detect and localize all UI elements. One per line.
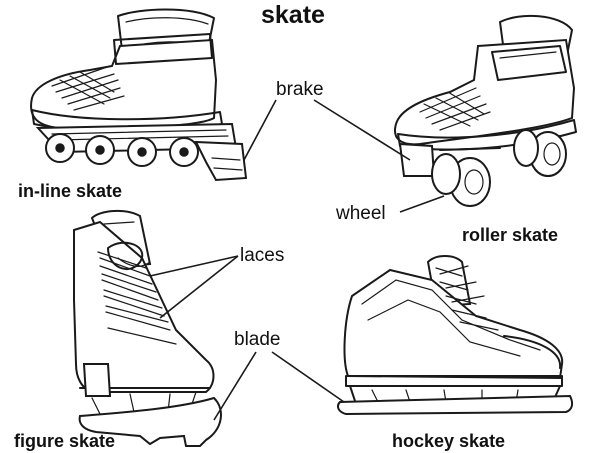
blade-leader-figure	[213, 351, 257, 421]
roller-skate-drawing	[394, 14, 577, 207]
hockey-skate-drawing	[337, 255, 574, 416]
caption-figure-skate: figure skate	[14, 431, 116, 451]
figure-skate-drawing	[73, 210, 222, 447]
laces-leader-figure	[149, 255, 239, 277]
label-brake: brake	[276, 79, 324, 100]
caption-hockey-skate: hockey skate	[392, 431, 506, 451]
brake-leader-inline	[243, 99, 277, 161]
caption-roller-skate: roller skate	[462, 225, 559, 245]
label-laces: laces	[240, 245, 285, 266]
laces-leader-figure-2	[159, 255, 239, 319]
label-blade: blade	[234, 329, 281, 350]
leader-lines	[149, 99, 445, 421]
wheel-leader	[399, 195, 445, 213]
inline-skate-drawing	[30, 8, 248, 182]
diagram-title: skate	[261, 1, 325, 29]
caption-inline-skate: in-line skate	[18, 181, 123, 201]
label-wheel: wheel	[336, 203, 386, 224]
brake-leader-roller	[313, 99, 411, 161]
blade-leader-hockey	[271, 351, 345, 403]
